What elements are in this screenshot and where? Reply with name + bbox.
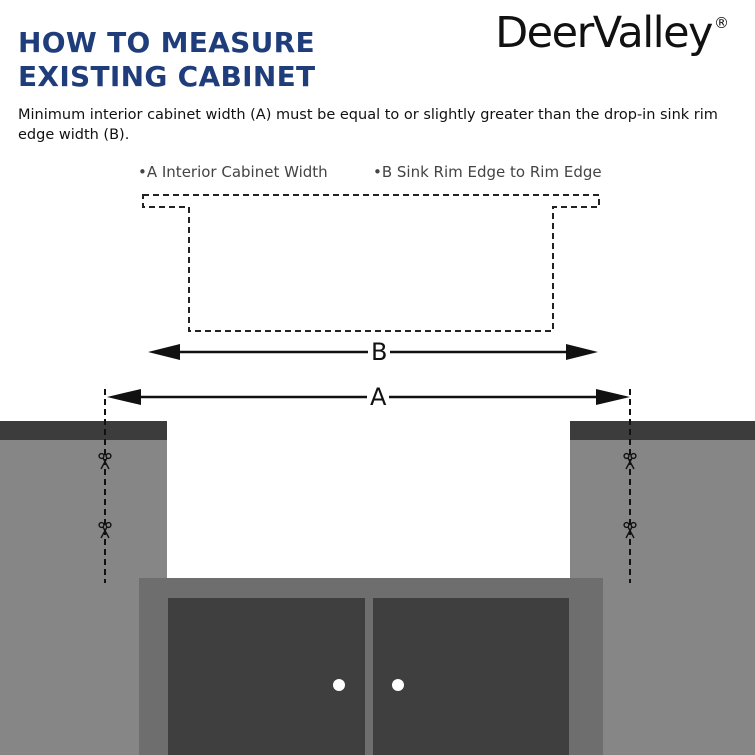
arrowhead-left	[148, 344, 180, 360]
door-knob-left	[333, 679, 345, 691]
registered-mark: ®	[714, 14, 729, 32]
cabinet-door-right	[373, 598, 569, 755]
dimension-a-label: A	[367, 385, 390, 409]
arrowhead-left	[107, 389, 141, 405]
brand-name: DeerValley	[495, 8, 713, 58]
door-knob-right	[392, 679, 404, 691]
dimension-b-label: B	[368, 340, 391, 364]
cabinet-door-left	[168, 598, 365, 755]
arrowhead-right	[566, 344, 598, 360]
instruction-text: Minimum interior cabinet width (A) must …	[18, 107, 718, 143]
counter-top-right	[570, 421, 755, 440]
counter-top-left	[0, 421, 167, 440]
arrowhead-right	[596, 389, 630, 405]
sink-outline	[142, 194, 600, 332]
brand-logo: DeerValley®	[495, 8, 729, 58]
legend-b: •B Sink Rim Edge to Rim Edge	[373, 163, 602, 181]
legend-a: •A Interior Cabinet Width	[138, 163, 328, 181]
page-title: HOW TO MEASURE EXISTING CABINET	[18, 26, 316, 93]
